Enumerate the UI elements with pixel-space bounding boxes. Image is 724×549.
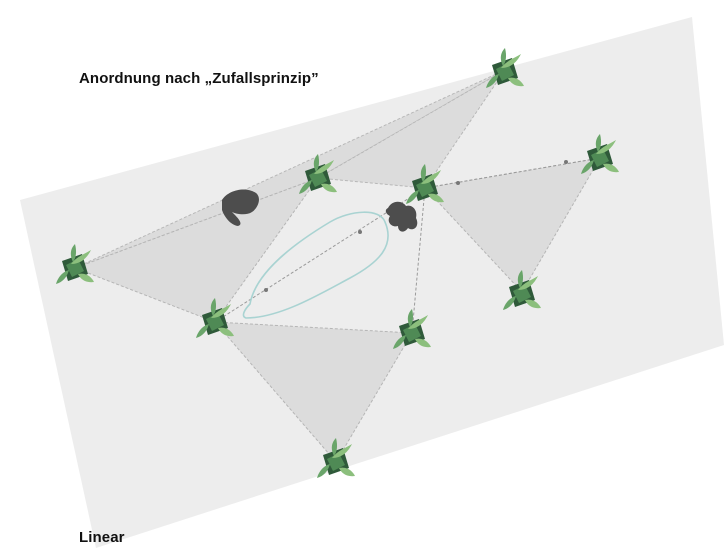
connector-line-right	[424, 157, 601, 189]
connector-dot	[264, 288, 268, 292]
walking-path-loop	[242, 211, 389, 319]
triangle-top	[316, 69, 506, 189]
triangle-bottom	[213, 321, 413, 463]
heading-linear: Linear	[79, 529, 125, 546]
triangle-right	[424, 157, 601, 293]
connector-line-vertical	[411, 187, 426, 334]
heading-random-arrangement: Anordnung nach „Zufallsprinzip”	[79, 70, 319, 87]
person-lying-silhouette	[222, 189, 259, 226]
triangle-left-lower	[73, 176, 320, 323]
person-crouching-silhouette	[385, 201, 418, 232]
connector-dot	[456, 181, 460, 185]
paper-background	[20, 17, 724, 548]
connector-dot	[358, 230, 362, 234]
connector-dot	[564, 160, 568, 164]
